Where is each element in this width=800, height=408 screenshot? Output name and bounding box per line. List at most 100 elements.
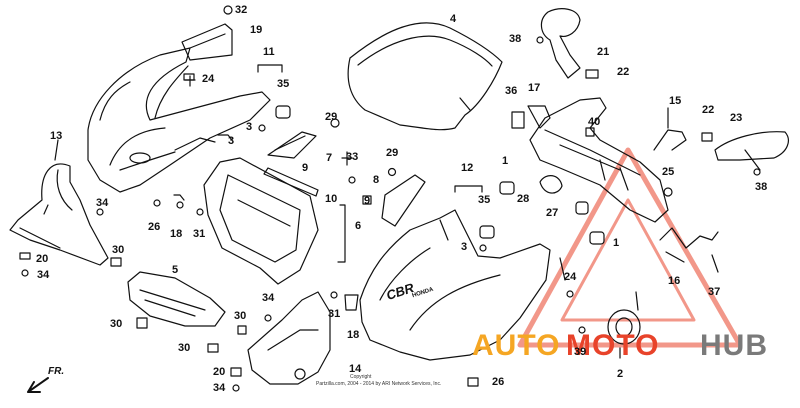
callout-16: 16 — [668, 275, 681, 287]
callout-1-left: 1 — [502, 155, 509, 167]
callout-21: 21 — [597, 46, 610, 58]
bolt-32-icon — [223, 5, 233, 15]
lower-cowl-14 — [247, 291, 331, 385]
callout-22-right: 22 — [702, 104, 715, 116]
nut-26-bottom — [467, 377, 479, 387]
watermark-hub: HUB — [700, 329, 768, 362]
stay-8 — [381, 174, 426, 227]
callout-37: 37 — [708, 286, 721, 298]
callout-22-top: 22 — [617, 66, 630, 78]
upper-cowl-right-12 — [359, 209, 551, 361]
part-13-stay — [9, 139, 109, 266]
front-arrow-icon — [27, 377, 49, 393]
grommet-30-low-left — [207, 343, 219, 353]
bolt-34-left-b-icon — [21, 269, 29, 277]
nut-22-upper — [585, 69, 599, 79]
bolt-34-left-icon — [96, 208, 104, 216]
screw-31-lower-icon — [330, 291, 338, 299]
grommet-30-mid — [136, 317, 148, 329]
callout-25: 25 — [662, 166, 675, 178]
callout-1-right: 1 — [613, 237, 620, 249]
rubber-1-left — [499, 181, 515, 195]
horn-2 — [607, 291, 641, 359]
callout-12: 12 — [461, 162, 474, 174]
callout-30-left: 30 — [112, 244, 125, 256]
callout-40: 40 — [588, 116, 601, 128]
callout-15: 15 — [669, 95, 682, 107]
nut-40 — [585, 127, 595, 137]
nut-20-low — [230, 367, 242, 377]
callout-33: 33 — [346, 151, 359, 163]
cowl-stay-15 — [529, 97, 687, 223]
callout-35-right: 35 — [478, 194, 491, 206]
trim-10 — [263, 167, 319, 197]
copyright-line1: Copyright — [350, 374, 372, 380]
callout-10: 10 — [325, 193, 338, 205]
rubber-35-right — [479, 225, 495, 239]
callout-34-left-b: 34 — [37, 269, 50, 281]
callout-9-left: 9 — [302, 162, 309, 174]
callout-38-top: 38 — [509, 33, 522, 45]
callout-7: 7 — [326, 152, 333, 164]
callout-3-left: 3 — [228, 135, 235, 147]
callout-24-left: 24 — [202, 73, 215, 85]
front-label: FR. — [48, 366, 65, 377]
callout-39: 39 — [574, 346, 587, 358]
mirror-21 — [540, 8, 581, 79]
upper-cowl-left — [87, 47, 271, 193]
nut-26-icon — [153, 199, 161, 207]
inner-panel-6 — [203, 157, 319, 285]
callout-31-left: 31 — [193, 228, 206, 240]
leader-12 — [454, 185, 483, 193]
clip-18-icon — [176, 201, 184, 209]
stay-24-right — [559, 257, 566, 281]
nut-9-right — [362, 195, 372, 205]
stay-7 — [267, 131, 317, 159]
nut-25-icon — [663, 187, 673, 197]
callout-20-low: 20 — [213, 366, 226, 378]
rubber-27 — [575, 201, 589, 215]
grommet-30-left — [110, 257, 122, 267]
callout-30-low-left: 30 — [178, 342, 191, 354]
bracket-18-lower — [344, 294, 359, 311]
under-cowl-5 — [127, 271, 226, 327]
callout-26-left: 26 — [148, 221, 161, 233]
bolt-24-right-icon — [566, 290, 574, 298]
callout-11: 11 — [263, 46, 275, 58]
callout-13: 13 — [50, 130, 63, 142]
watermark-triangle — [517, 147, 743, 348]
callout-31-lower: 31 — [328, 308, 341, 320]
bracket-36 — [511, 111, 525, 129]
screw-3-top — [258, 124, 266, 132]
clip-13 — [43, 204, 49, 215]
callout-34-left: 34 — [96, 197, 109, 209]
callout-36: 36 — [505, 85, 518, 97]
callout-24-right: 24 — [564, 271, 577, 283]
callout-4: 4 — [450, 13, 457, 25]
bolt-33-icon — [348, 176, 356, 184]
mirror-23 — [714, 131, 789, 171]
callout-23: 23 — [730, 112, 743, 124]
callout-34-low: 34 — [213, 382, 226, 394]
callout-30-mid: 30 — [110, 318, 123, 330]
bolt-39-icon — [578, 326, 586, 334]
callout-38-right: 38 — [755, 181, 768, 193]
bolt-34-mid-icon — [264, 314, 272, 322]
bolt-29-upper-icon — [330, 118, 340, 128]
callout-32: 32 — [235, 4, 248, 16]
nut-20-left — [19, 252, 31, 260]
clip-37 — [711, 254, 719, 273]
callout-2: 2 — [617, 368, 624, 380]
bracket-18 — [173, 194, 185, 201]
copyright-line2: Partzilla.com, 2004 - 2014 by ARI Networ… — [316, 381, 442, 387]
clip-3-left — [217, 134, 233, 141]
callout-3-right: 3 — [461, 241, 468, 253]
rubber-1-right — [589, 231, 605, 245]
leader-11 — [257, 64, 283, 73]
callout-17: 17 — [528, 82, 541, 94]
clamp-28 — [539, 175, 563, 194]
callout-9-right: 9 — [364, 195, 371, 207]
bracket-17 — [527, 105, 551, 129]
callout-30-lower: 30 — [234, 310, 247, 322]
